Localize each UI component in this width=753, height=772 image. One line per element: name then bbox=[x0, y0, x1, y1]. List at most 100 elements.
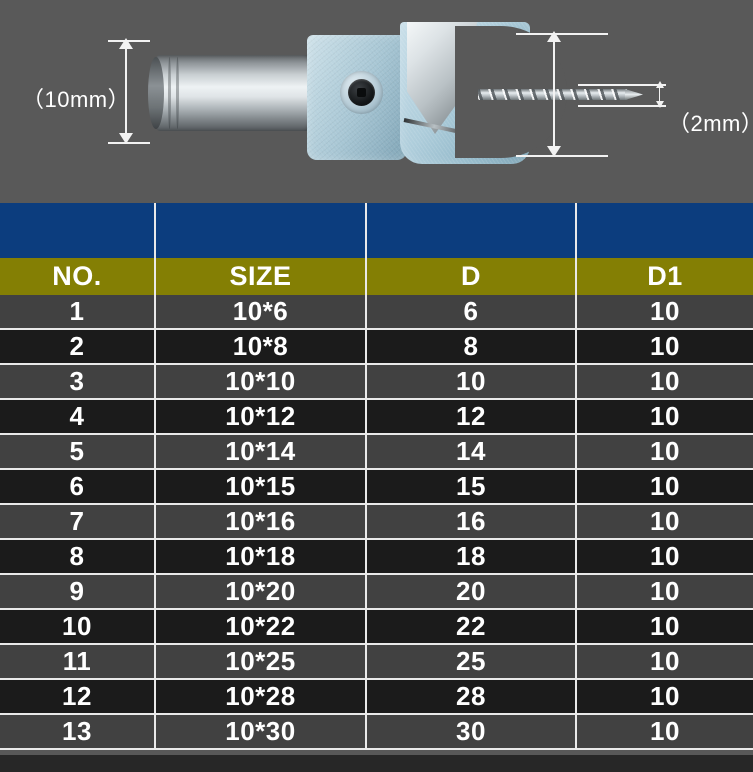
cell-size: 10*28 bbox=[156, 680, 367, 715]
cell-d1: 10 bbox=[577, 645, 753, 680]
column-header-d: D bbox=[367, 258, 577, 295]
dim-line-head bbox=[553, 40, 555, 150]
dim-arrow-down-head bbox=[547, 146, 561, 157]
table-header-row: NO. SIZE D D1 bbox=[0, 258, 753, 295]
cell-size: 10*16 bbox=[156, 505, 367, 540]
table-banner-row bbox=[0, 203, 753, 258]
cell-d1: 10 bbox=[577, 715, 753, 750]
dim-arrow-down-shank bbox=[119, 133, 133, 144]
cell-d: 6 bbox=[367, 295, 577, 330]
cell-d1: 10 bbox=[577, 330, 753, 365]
dim-label-drill-diameter: （2mm） bbox=[668, 111, 753, 136]
cell-d: 12 bbox=[367, 400, 577, 435]
cell-size: 10*10 bbox=[156, 365, 367, 400]
table-footer-strip bbox=[0, 755, 753, 772]
cell-no: 8 bbox=[0, 540, 156, 575]
column-header-size: SIZE bbox=[156, 258, 367, 295]
dim-line-drill bbox=[659, 86, 660, 104]
cell-size: 10*22 bbox=[156, 610, 367, 645]
cell-d: 15 bbox=[367, 470, 577, 505]
cell-d: 22 bbox=[367, 610, 577, 645]
cell-no: 10 bbox=[0, 610, 156, 645]
hex-socket-icon bbox=[357, 88, 366, 97]
dim-line-shank bbox=[125, 47, 127, 137]
dim-ext-line-bottom-right bbox=[516, 155, 608, 157]
cell-size: 10*25 bbox=[156, 645, 367, 680]
cell-d: 16 bbox=[367, 505, 577, 540]
cell-size: 10*8 bbox=[156, 330, 367, 365]
cell-d: 8 bbox=[367, 330, 577, 365]
cell-no: 9 bbox=[0, 575, 156, 610]
shank-end-cap bbox=[148, 57, 164, 129]
cell-size: 10*6 bbox=[156, 295, 367, 330]
column-header-no: NO. bbox=[0, 258, 156, 295]
banner-cell-1 bbox=[0, 203, 156, 258]
dim-ext-line-bottom-drill bbox=[578, 105, 666, 107]
dim-arrow-up-drill bbox=[656, 81, 664, 88]
dim-label-shank-diameter: （10mm） bbox=[22, 87, 131, 112]
dim-ext-line-top-drill bbox=[578, 84, 666, 86]
cell-d1: 10 bbox=[577, 610, 753, 645]
twist-drill-point bbox=[625, 89, 643, 100]
cell-d1: 10 bbox=[577, 505, 753, 540]
cell-d1: 10 bbox=[577, 365, 753, 400]
cell-d1: 10 bbox=[577, 680, 753, 715]
cell-size: 10*30 bbox=[156, 715, 367, 750]
cell-d1: 10 bbox=[577, 435, 753, 470]
banner-cell-4 bbox=[577, 203, 753, 258]
cell-d1: 10 bbox=[577, 295, 753, 330]
dim-arrow-down-drill bbox=[656, 101, 664, 108]
product-photo: （10mm） （2mm） bbox=[0, 0, 753, 203]
shank-ring-1 bbox=[168, 57, 171, 129]
cell-d: 28 bbox=[367, 680, 577, 715]
cell-no: 2 bbox=[0, 330, 156, 365]
cell-d1: 10 bbox=[577, 540, 753, 575]
cell-d: 20 bbox=[367, 575, 577, 610]
cell-no: 12 bbox=[0, 680, 156, 715]
cell-no: 4 bbox=[0, 400, 156, 435]
column-header-d1: D1 bbox=[577, 258, 753, 295]
cell-size: 10*12 bbox=[156, 400, 367, 435]
dim-arrow-up-head bbox=[547, 31, 561, 42]
cell-d: 18 bbox=[367, 540, 577, 575]
cell-d: 14 bbox=[367, 435, 577, 470]
cell-no: 11 bbox=[0, 645, 156, 680]
cell-no: 3 bbox=[0, 365, 156, 400]
banner-cell-3 bbox=[367, 203, 577, 258]
cell-d: 10 bbox=[367, 365, 577, 400]
cell-no: 5 bbox=[0, 435, 156, 470]
cell-no: 7 bbox=[0, 505, 156, 540]
dim-arrow-up-shank bbox=[119, 38, 133, 49]
cell-size: 10*18 bbox=[156, 540, 367, 575]
shank-cylinder bbox=[150, 55, 316, 131]
cell-d: 25 bbox=[367, 645, 577, 680]
shank-ring-2 bbox=[176, 57, 179, 129]
cell-d1: 10 bbox=[577, 470, 753, 505]
cell-no: 13 bbox=[0, 715, 156, 750]
banner-cell-2 bbox=[156, 203, 367, 258]
dim-ext-line-top-right bbox=[516, 33, 608, 35]
cell-d1: 10 bbox=[577, 400, 753, 435]
cell-size: 10*20 bbox=[156, 575, 367, 610]
cell-no: 1 bbox=[0, 295, 156, 330]
cell-size: 10*14 bbox=[156, 435, 367, 470]
cell-size: 10*15 bbox=[156, 470, 367, 505]
cell-no: 6 bbox=[0, 470, 156, 505]
cell-d1: 10 bbox=[577, 575, 753, 610]
